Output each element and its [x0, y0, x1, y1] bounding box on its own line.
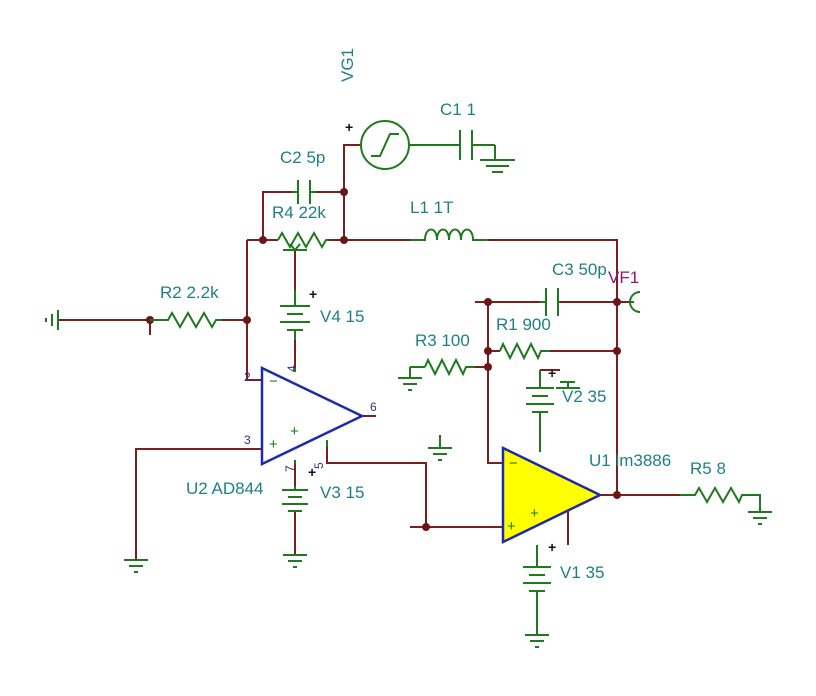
battery-v2[interactable]: [526, 370, 554, 452]
ground-r5: [745, 494, 772, 525]
u2-pin-6: 6: [370, 400, 377, 414]
resistor-r5[interactable]: [680, 485, 745, 505]
junction-dot: [243, 316, 251, 324]
resistor-r3[interactable]: [424, 357, 475, 377]
battery-v1[interactable]: [523, 545, 551, 618]
resistor-r1[interactable]: [499, 341, 550, 361]
u1-supply-plus-sign: +: [530, 505, 539, 522]
battery-v3[interactable]: [282, 486, 308, 512]
label-l1: L1 1T: [410, 198, 453, 217]
ground-r3: [398, 366, 425, 391]
label-c2: C2 5p: [280, 148, 325, 167]
signal-generator-vg1[interactable]: [360, 120, 410, 170]
junction-dot: [613, 491, 621, 499]
v3-plus-mark: +: [308, 464, 316, 480]
label-r4: R4 22k: [272, 203, 326, 222]
junction-dot: [340, 188, 348, 196]
inductor-l1[interactable]: [410, 228, 488, 241]
label-v2: V2 35: [562, 387, 606, 406]
u1-minus-sign: −: [509, 455, 518, 472]
junction-dot: [613, 298, 621, 306]
junction-dot: [259, 236, 267, 244]
label-vf1: VF1: [608, 268, 639, 287]
junction-dot: [613, 347, 621, 355]
junction-dot: [484, 363, 492, 371]
v4-plus-mark: +: [309, 286, 317, 302]
label-c3: C3 50p: [552, 260, 607, 279]
label-v1: V1 35: [560, 563, 604, 582]
label-vg1: VG1: [338, 48, 357, 82]
label-v4: V4 15: [320, 307, 364, 326]
v1-plus-mark: +: [548, 539, 556, 555]
label-c1: C1 1: [440, 100, 476, 119]
u2-pin-7: 7: [283, 465, 297, 472]
capacitor-c3[interactable]: [540, 288, 560, 316]
label-r1: R1 900: [496, 315, 551, 334]
wire-u1-minus: [487, 302, 503, 464]
u2-minus-sign: −: [269, 373, 278, 390]
voltmeter-vf1[interactable]: [629, 291, 641, 313]
label-r3: R3 100: [415, 331, 470, 350]
resistor-r4[interactable]: [277, 230, 328, 250]
u2-pin-5: 5: [312, 462, 326, 469]
u2-pin-2: 2: [244, 370, 251, 384]
wire-vg1-left: [343, 144, 360, 192]
u2-pin-4: 4: [285, 365, 299, 372]
vg1-plus-mark: +: [345, 119, 353, 135]
opamp-u2[interactable]: − + +: [260, 366, 365, 466]
wire-u2-u1: [326, 440, 503, 528]
capacitor-c2[interactable]: [292, 180, 316, 204]
junction-dot: [484, 298, 492, 306]
junction-dot: [484, 347, 492, 355]
u1-plus-sign: +: [507, 518, 516, 535]
junction-dot: [422, 523, 430, 531]
capacitor-c1[interactable]: [410, 130, 495, 160]
v2-plus-mark: +: [548, 365, 556, 381]
label-r5: R5 8: [690, 459, 726, 478]
label-u1: U1 lm3886: [589, 451, 671, 470]
u2-pin-3: 3: [244, 433, 251, 447]
ground-v2: [556, 381, 580, 389]
ground-middle: [428, 435, 452, 461]
wire-u2-plus: [135, 448, 262, 560]
opamp-u1[interactable]: − + +: [501, 446, 603, 544]
wire-c2-left: [262, 191, 292, 240]
ground-left: [45, 310, 59, 330]
ground-v1: [525, 618, 549, 648]
junction-dot: [340, 236, 348, 244]
battery-v4[interactable]: [280, 290, 310, 340]
ground-v3: [283, 554, 307, 568]
label-r2: R2 2.2k: [160, 283, 219, 302]
ground-c1: [480, 145, 515, 173]
wire-l1-output: [488, 239, 618, 495]
u2-plus-sign: +: [269, 436, 278, 453]
resistor-r2[interactable]: [150, 310, 222, 330]
label-v3: V3 15: [320, 483, 364, 502]
u2-supply-plus-sign: +: [290, 423, 299, 440]
r4-wiper-arrow-icon: [283, 243, 307, 251]
label-u2: U2 AD844: [186, 479, 264, 498]
wire-inverting-input: [246, 240, 262, 381]
ground-u2-plus: [124, 559, 148, 573]
